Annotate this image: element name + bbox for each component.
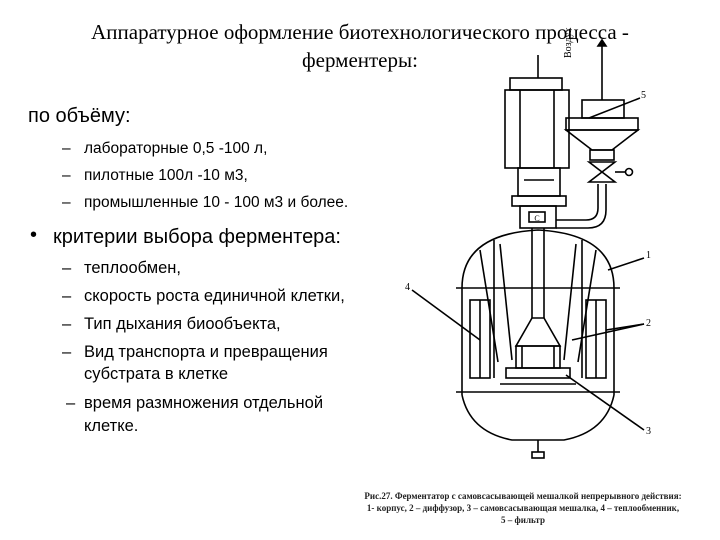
- air-label: Воздух: [563, 27, 574, 58]
- svg-text:C: C: [534, 214, 539, 223]
- dash-marker: –: [62, 194, 71, 211]
- title-line-1: Аппаратурное оформление биотехнологическ…: [91, 20, 629, 44]
- criteria-item-reproduction: время размножения отдельной: [84, 394, 324, 412]
- slide-title: Аппаратурное оформление биотехнологическ…: [40, 18, 680, 74]
- callout-3: 3: [646, 426, 651, 437]
- criteria-item-respiration: Тип дыхания биообъекта,: [84, 315, 281, 333]
- dash-marker: –: [62, 315, 72, 333]
- dash-marker: –: [62, 343, 72, 361]
- bearing-box: [528, 211, 546, 223]
- coupling: [517, 167, 561, 197]
- callout-4: 4: [405, 282, 410, 293]
- caption-line-2: 1- корпус, 2 – диффузор, 3 – самовсасыва…: [366, 503, 680, 513]
- criteria-item-growth-rate: скорость роста единичной клетки,: [84, 287, 345, 305]
- volume-item-pilot: пилотные 100л -10 м3,: [84, 167, 248, 184]
- filter-top: [581, 99, 625, 119]
- callout-5: 5: [641, 90, 646, 101]
- criteria-heading: критерии выбора ферментера:: [53, 226, 341, 248]
- bullet-icon: •: [30, 224, 38, 246]
- criteria-item-transport: Вид транспорта и превращения: [84, 343, 328, 361]
- motor-body: [504, 89, 570, 169]
- filter-body: [565, 117, 639, 131]
- volume-heading: по объёму:: [28, 105, 131, 127]
- volume-item-lab: лабораторные 0,5 -100 л,: [84, 140, 268, 157]
- criteria-item-reproduction-cont: клетке.: [84, 417, 139, 435]
- figure-caption: Рис.27. Ферментатор с самовсасывающей ме…: [336, 490, 710, 526]
- dash-marker: –: [62, 140, 71, 157]
- criteria-item-heat-exchange: теплообмен,: [84, 259, 181, 277]
- volume-item-industrial: промышленные 10 - 100 м3 и более.: [84, 194, 349, 211]
- dash-marker: –: [62, 287, 72, 305]
- criteria-item-transport-cont: субстрата в клетке: [84, 365, 229, 383]
- vessel-top-head: [461, 229, 615, 289]
- dash-marker: –: [62, 259, 72, 277]
- callout-2: 2: [646, 318, 651, 329]
- title-line-2: ферментеры:: [302, 48, 418, 72]
- mixer-cone: [514, 317, 562, 347]
- motor-cap: [509, 77, 563, 91]
- vessel-bottom-head: [461, 394, 615, 441]
- caption-line-3: 5 – фильтр: [501, 515, 545, 525]
- dash-marker: –: [62, 167, 71, 184]
- callout-1: 1: [646, 250, 651, 261]
- dash-marker: –: [66, 394, 76, 412]
- caption-line-1: Рис.27. Ферментатор с самовсасывающей ме…: [364, 491, 682, 501]
